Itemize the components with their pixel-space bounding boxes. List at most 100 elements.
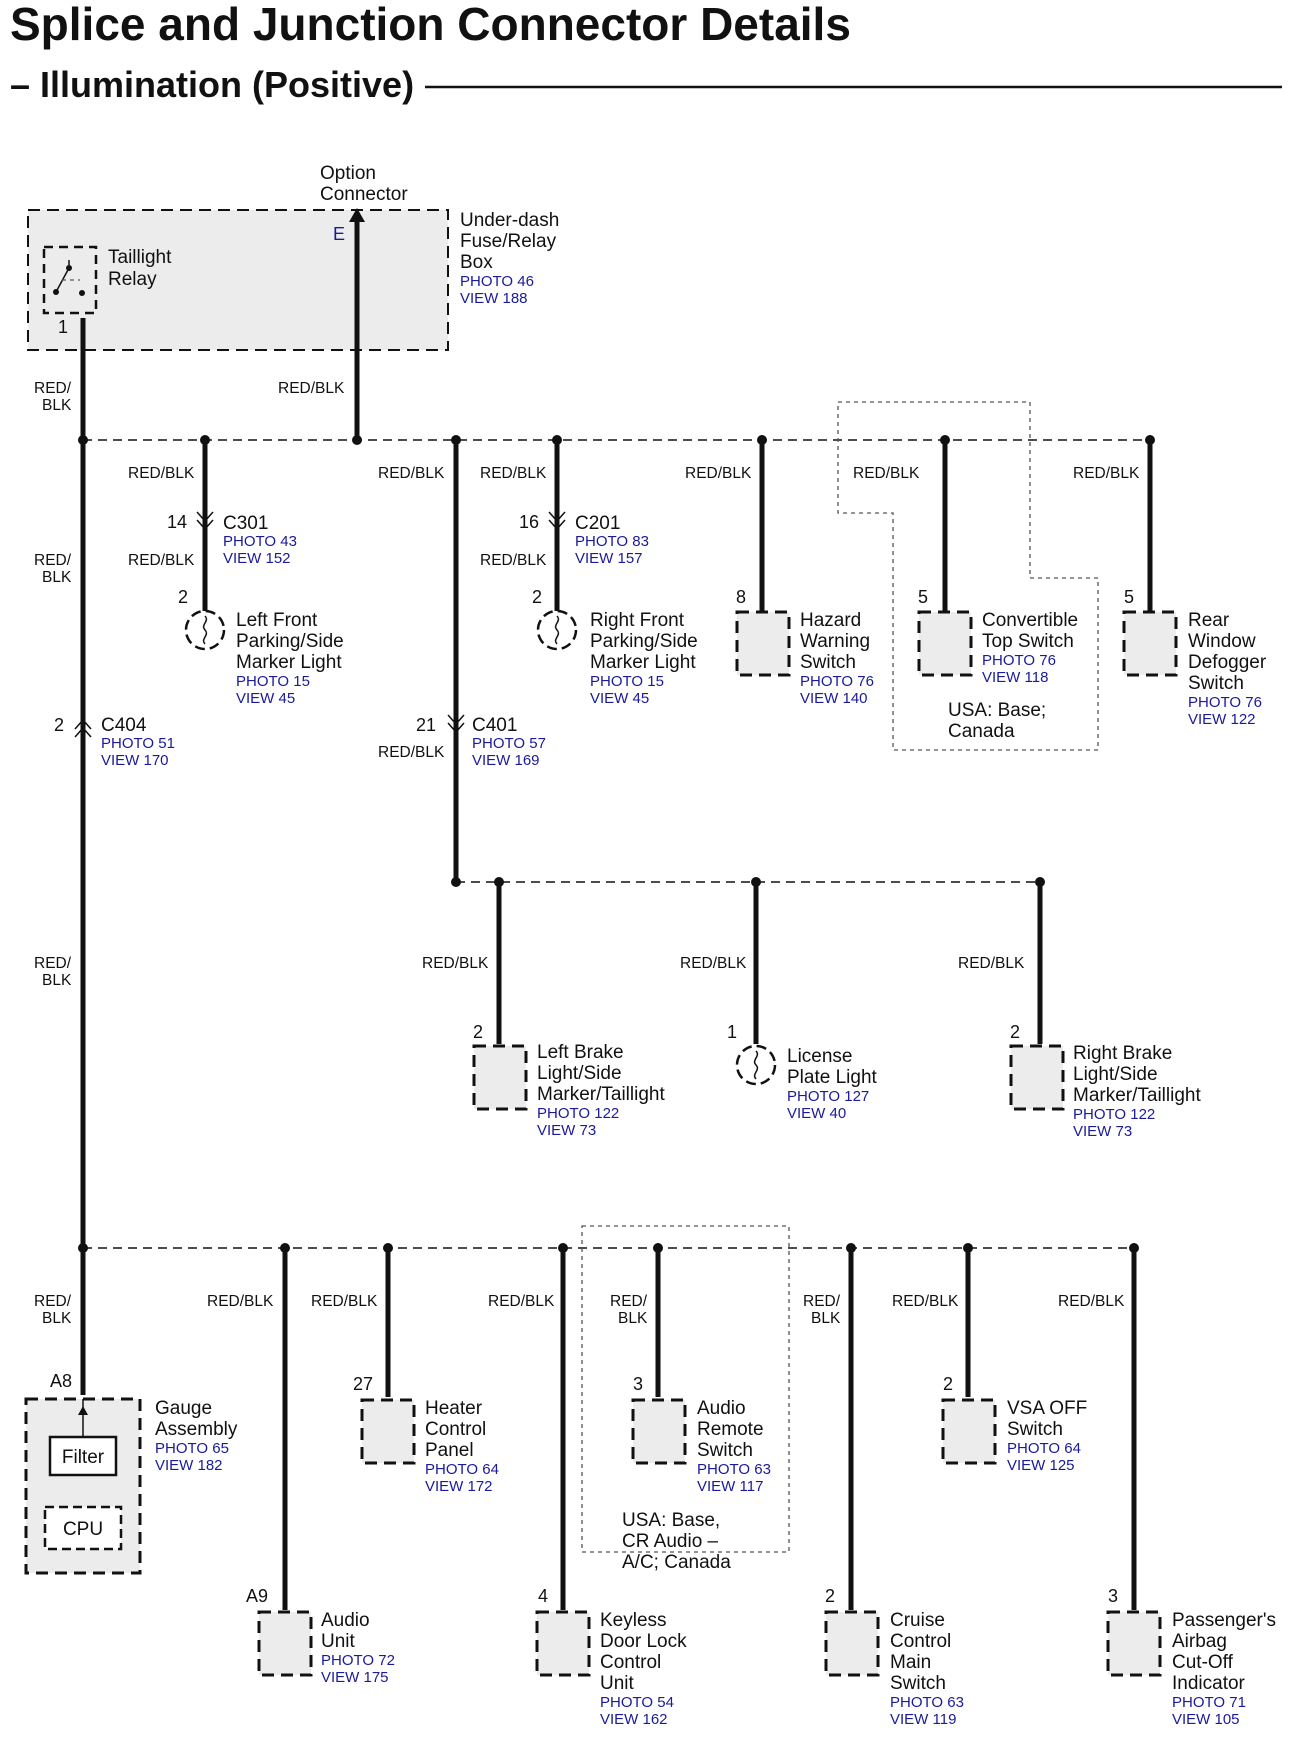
vsa-view: VIEW 125 (1007, 1457, 1075, 1474)
branch-left-brake-light: RED/BLK 2 Left Brake Light/Side Marker/T… (422, 882, 665, 1139)
keyless-label-4: Unit (600, 1673, 635, 1694)
audio-unit-label-1: Audio (321, 1610, 370, 1631)
airbag-label-2: Airbag (1172, 1631, 1227, 1652)
page-title: Splice and Junction Connector Details (10, 0, 851, 50)
heater-label-2: Control (425, 1419, 486, 1440)
c404-pin: 2 (54, 715, 64, 735)
fuse-box-view: VIEW 188 (460, 290, 528, 307)
rear-defogger-photo: PHOTO 76 (1188, 694, 1262, 711)
taillight-relay-label-2: Relay (108, 269, 157, 290)
c404-connector: RED/ BLK 2 C404 PHOTO 51 VIEW 170 RED/ B… (34, 552, 175, 989)
rear-defogger-label-1: Rear (1188, 610, 1230, 631)
right-front-label-3: Marker Light (590, 652, 696, 673)
c401-view: VIEW 169 (472, 752, 540, 769)
c404-photo: PHOTO 51 (101, 735, 175, 752)
audio-remote-note-3: A/C; Canada (622, 1552, 731, 1573)
vsa-pin: 2 (943, 1374, 953, 1394)
c401-pin: 21 (416, 715, 436, 735)
wire-label-relay-2: BLK (42, 397, 72, 414)
heater-view: VIEW 172 (425, 1478, 493, 1495)
right-brake-label-1: Right Brake (1073, 1043, 1172, 1064)
branch-audio-unit: RED/BLK A9 Audio Unit PHOTO 72 VIEW 175 (207, 1248, 395, 1686)
branch-gauge-assembly: RED/ BLK A8 Filter CPU Gauge Assembly PH… (24, 1248, 238, 1575)
c401-photo: PHOTO 57 (472, 735, 546, 752)
branch-vsa-off-switch: RED/BLK 2 VSA OFF Switch PHOTO 64 VIEW 1… (892, 1248, 1087, 1474)
wire-label: RED/BLK (958, 955, 1025, 972)
fuse-box-label-3: Box (460, 252, 493, 273)
hazard-switch-box (735, 610, 791, 677)
rear-defogger-label-2: Window (1188, 631, 1256, 652)
branch-license-plate-light: RED/BLK 1 License Plate Light PHOTO 127 … (680, 882, 878, 1122)
left-brake-box (472, 1044, 528, 1111)
wire-label-relay-1: RED/ (34, 380, 72, 397)
heater-photo: PHOTO 64 (425, 1461, 499, 1478)
option-connector-label-2: Connector (320, 184, 408, 205)
license-label-1: License (787, 1046, 853, 1067)
audio-unit-photo: PHOTO 72 (321, 1652, 395, 1669)
keyless-view: VIEW 162 (600, 1711, 668, 1728)
left-front-bulb-icon (184, 609, 226, 651)
wire-label: RED/BLK (128, 552, 195, 569)
wire-label: RED/BLK (207, 1293, 274, 1310)
c301-view: VIEW 152 (223, 550, 291, 567)
option-region-audio-remote (581, 1225, 790, 1553)
wire-label: RED/BLK (680, 955, 747, 972)
vsa-photo: PHOTO 64 (1007, 1440, 1081, 1457)
cruise-label-1: Cruise (890, 1610, 945, 1631)
fuse-box-label-2: Fuse/Relay (460, 231, 557, 252)
fuse-box-label-1: Under-dash (460, 210, 559, 231)
filter-box (48, 1435, 118, 1477)
convertible-label-2: Top Switch (982, 631, 1074, 652)
left-brake-photo: PHOTO 122 (537, 1105, 619, 1122)
right-brake-view: VIEW 73 (1073, 1123, 1132, 1140)
keyless-label-2: Door Lock (600, 1631, 687, 1652)
right-brake-photo: PHOTO 122 (1073, 1106, 1155, 1123)
wire-label: BLK (811, 1310, 841, 1327)
hazard-label-1: Hazard (800, 610, 861, 631)
hazard-pin: 8 (736, 587, 746, 607)
airbag-label-3: Cut-Off (1172, 1652, 1234, 1673)
c301-label: C301 (223, 513, 268, 534)
left-front-label-1: Left Front (236, 610, 318, 631)
keyless-photo: PHOTO 54 (600, 1694, 674, 1711)
license-pin: 1 (727, 1022, 737, 1042)
cpu-label: CPU (63, 1519, 103, 1540)
keyless-pin: 4 (538, 1586, 548, 1606)
left-brake-pin: 2 (473, 1022, 483, 1042)
convertible-pin: 5 (918, 587, 928, 607)
pin-e: E (333, 224, 345, 244)
c401-label: C401 (472, 715, 517, 736)
right-brake-label-3: Marker/Taillight (1073, 1085, 1201, 1106)
convertible-photo: PHOTO 76 (982, 652, 1056, 669)
c201-pin-in: 16 (519, 512, 539, 532)
branch-airbag-indicator: RED/BLK 3 Passenger's Airbag Cut-Off Ind… (1058, 1248, 1276, 1728)
audio-remote-pin: 3 (633, 1374, 643, 1394)
audio-remote-box (631, 1398, 687, 1465)
airbag-view: VIEW 105 (1172, 1711, 1240, 1728)
c201-pin-out: 2 (532, 587, 542, 607)
wire-label: RED/BLK (128, 465, 195, 482)
option-region-convertible (837, 401, 1099, 751)
license-bulb-icon (735, 1044, 777, 1086)
branch-cruise-control-switch: RED/ BLK 2 Cruise Control Main Switch PH… (803, 1248, 964, 1728)
keyless-label-1: Keyless (600, 1610, 667, 1631)
c201-view: VIEW 157 (575, 550, 643, 567)
cruise-box (824, 1610, 880, 1677)
branch-audio-remote-switch: RED/ BLK 3 Audio Remote Switch PHOTO 63 … (581, 1225, 790, 1573)
left-brake-view: VIEW 73 (537, 1122, 596, 1139)
right-front-label-1: Right Front (590, 610, 685, 631)
wire-label: BLK (618, 1310, 648, 1327)
right-brake-box (1009, 1044, 1065, 1111)
wire-label: RED/BLK (685, 465, 752, 482)
gauge-label-2: Assembly (155, 1419, 238, 1440)
airbag-label-4: Indicator (1172, 1673, 1246, 1694)
airbag-box (1106, 1610, 1162, 1677)
audio-remote-note-2: CR Audio – (622, 1531, 719, 1552)
branch-keyless-door-lock: RED/BLK 4 Keyless Door Lock Control Unit… (488, 1248, 687, 1728)
wire-label: RED/BLK (488, 1293, 555, 1310)
gauge-pin: A8 (50, 1371, 72, 1391)
cruise-pin: 2 (825, 1586, 835, 1606)
audio-remote-label-1: Audio (697, 1398, 746, 1419)
c404-view: VIEW 170 (101, 752, 169, 769)
hazard-view: VIEW 140 (800, 690, 868, 707)
